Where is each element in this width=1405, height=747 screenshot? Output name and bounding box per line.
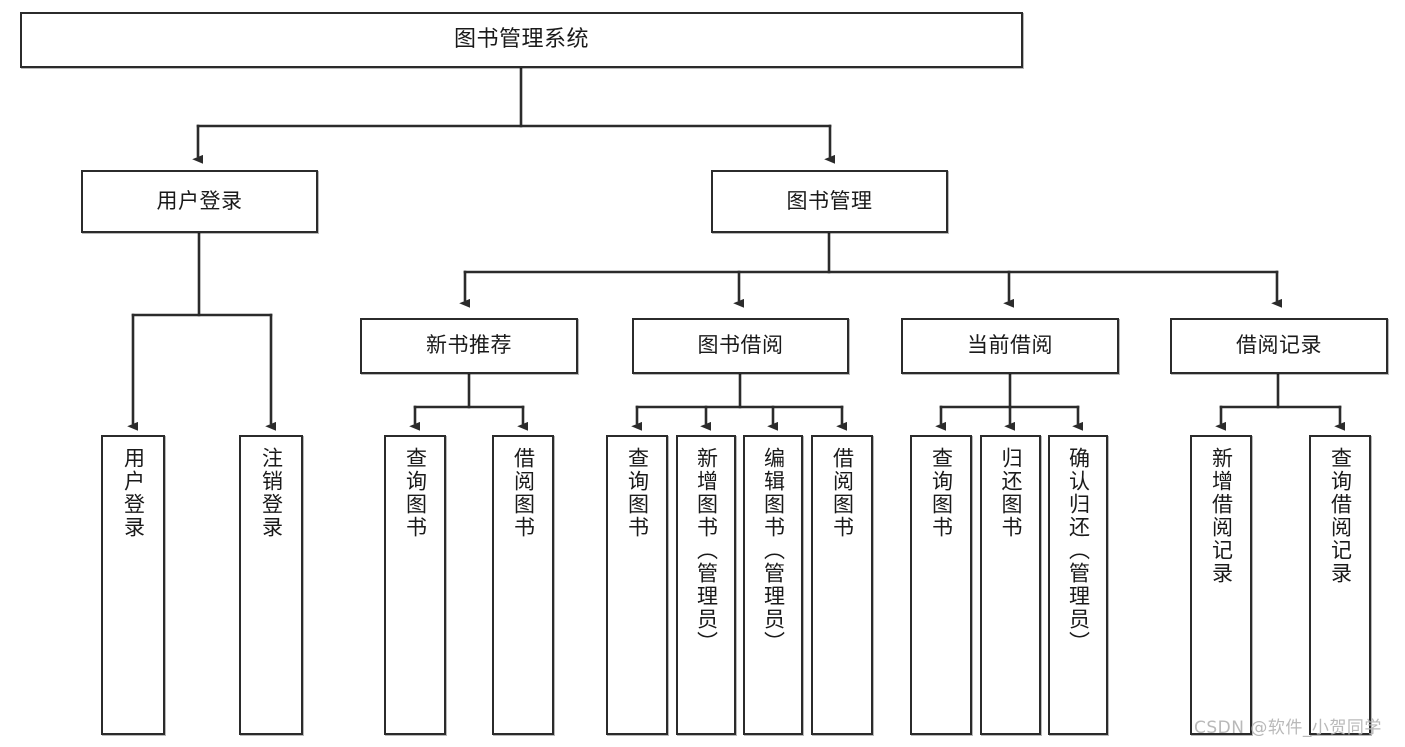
leaf-query-record-label: 查询借阅记录 xyxy=(1328,447,1353,585)
node-book-borrow[interactable]: 图书借阅 xyxy=(632,318,849,374)
leaf-add-record[interactable]: 新增借阅记录 xyxy=(1190,435,1252,735)
leaf-add-book-label: 新增图书（管理员） xyxy=(694,447,719,654)
node-current-borrow-label: 当前借阅 xyxy=(967,333,1053,358)
node-new-book-recommend-label: 新书推荐 xyxy=(426,333,512,358)
leaf-query-book-1-label: 查询图书 xyxy=(403,447,428,539)
leaf-edit-book[interactable]: 编辑图书（管理员） xyxy=(743,435,803,735)
node-new-book-recommend[interactable]: 新书推荐 xyxy=(360,318,578,374)
leaf-logout-login-label: 注销登录 xyxy=(259,447,284,539)
node-root-label: 图书管理系统 xyxy=(453,26,589,52)
node-root[interactable]: 图书管理系统 xyxy=(20,12,1023,68)
leaf-add-record-label: 新增借阅记录 xyxy=(1209,447,1234,585)
leaf-query-book-2[interactable]: 查询图书 xyxy=(606,435,668,735)
leaf-query-book-2-label: 查询图书 xyxy=(625,447,650,539)
leaf-logout-login[interactable]: 注销登录 xyxy=(239,435,303,735)
csdn-watermark: CSDN @软件_小贺同学 xyxy=(1194,718,1382,738)
leaf-user-login-label: 用户登录 xyxy=(121,447,146,539)
node-book-borrow-label: 图书借阅 xyxy=(697,333,784,358)
leaf-borrow-book-1[interactable]: 借阅图书 xyxy=(492,435,554,735)
leaf-return-book[interactable]: 归还图书 xyxy=(980,435,1041,735)
leaf-borrow-book-2[interactable]: 借阅图书 xyxy=(811,435,873,735)
leaf-query-book-1[interactable]: 查询图书 xyxy=(384,435,446,735)
node-current-borrow[interactable]: 当前借阅 xyxy=(901,318,1119,374)
leaf-borrow-book-1-label: 借阅图书 xyxy=(511,447,536,539)
leaf-return-book-label: 归还图书 xyxy=(999,447,1023,539)
leaf-query-record[interactable]: 查询借阅记录 xyxy=(1309,435,1371,735)
node-book-management-label: 图书管理 xyxy=(786,188,873,213)
node-book-management[interactable]: 图书管理 xyxy=(711,170,948,233)
leaf-query-book-3[interactable]: 查询图书 xyxy=(910,435,972,735)
node-borrow-record-label: 借阅记录 xyxy=(1236,333,1322,358)
leaf-confirm-return[interactable]: 确认归还（管理员） xyxy=(1048,435,1108,735)
leaf-add-book[interactable]: 新增图书（管理员） xyxy=(676,435,736,735)
leaf-edit-book-label: 编辑图书（管理员） xyxy=(761,447,786,654)
node-borrow-record[interactable]: 借阅记录 xyxy=(1170,318,1388,374)
leaf-query-book-3-label: 查询图书 xyxy=(929,447,954,539)
node-user-login-label: 用户登录 xyxy=(156,188,243,213)
leaf-confirm-return-label: 确认归还（管理员） xyxy=(1066,447,1091,654)
leaf-borrow-book-2-label: 借阅图书 xyxy=(830,447,855,539)
node-user-login[interactable]: 用户登录 xyxy=(81,170,318,233)
leaf-user-login[interactable]: 用户登录 xyxy=(101,435,165,735)
